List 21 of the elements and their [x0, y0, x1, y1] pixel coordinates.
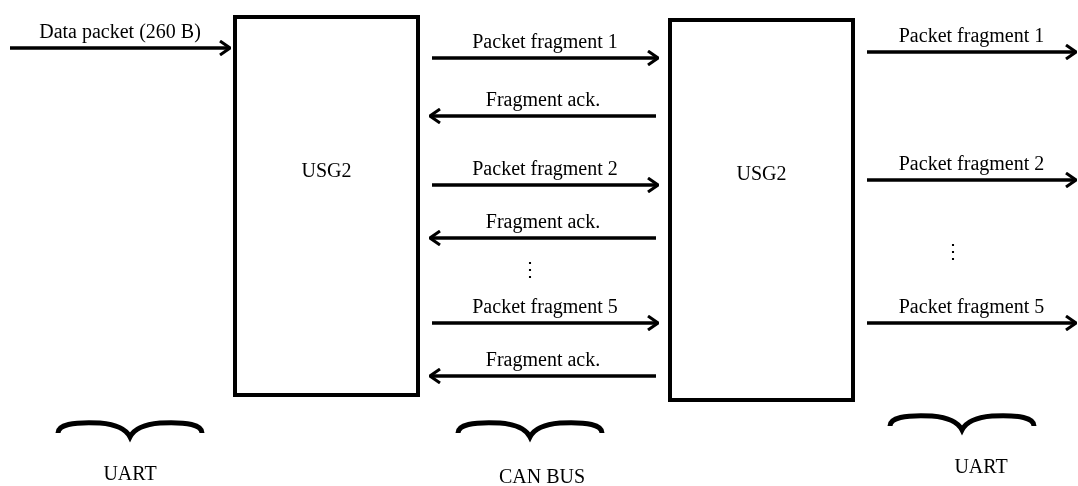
edge-label: Packet fragment 2 — [472, 157, 618, 179]
node-label: USG2 — [735, 162, 788, 185]
arrow — [867, 171, 1078, 189]
edge-label: Packet fragment 5 — [898, 295, 1045, 317]
arrow — [10, 39, 232, 57]
edge-label: Packet fragment 5 — [472, 295, 618, 317]
process-box — [233, 15, 420, 397]
edge-label: Packet fragment 1 — [898, 24, 1045, 46]
process-box — [668, 18, 855, 402]
node-label: USG2 — [300, 159, 353, 182]
arrow — [428, 107, 656, 125]
edge-label: Packet fragment 2 — [898, 152, 1045, 174]
arrow — [432, 314, 660, 332]
edge-label: Data packet (260 B) — [39, 20, 201, 42]
arrow — [432, 49, 660, 67]
arrow — [428, 367, 656, 385]
arrow — [432, 176, 660, 194]
arrow — [867, 43, 1078, 61]
edge-label: Packet fragment 1 — [472, 30, 618, 52]
arrow — [428, 229, 656, 247]
arrow — [867, 314, 1078, 332]
